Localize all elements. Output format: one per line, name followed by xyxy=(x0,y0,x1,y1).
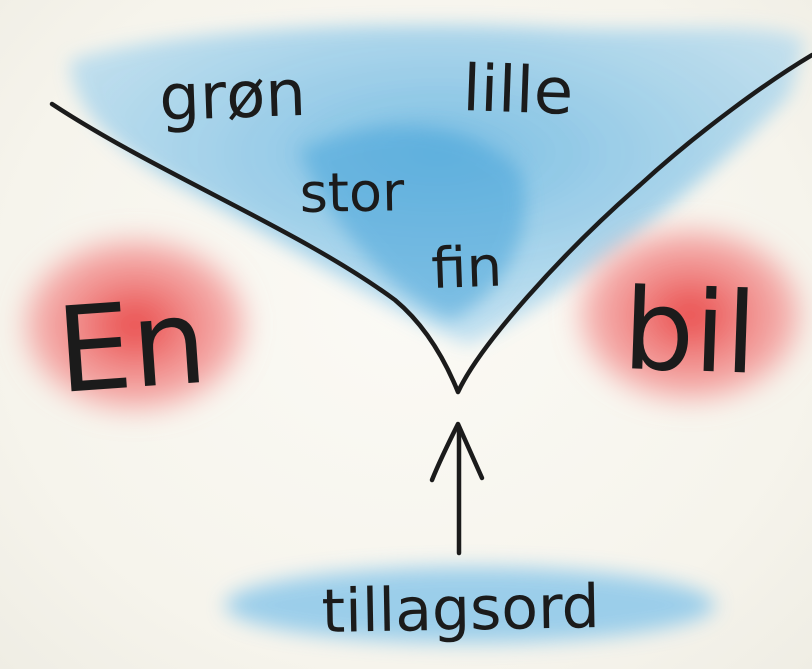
article-en: En xyxy=(52,272,211,420)
label-wash xyxy=(225,567,715,643)
insertion-funnel-line xyxy=(49,52,812,395)
arrow-up-icon xyxy=(429,421,485,556)
adjective-wash xyxy=(70,24,805,346)
noun-wash xyxy=(580,230,800,400)
pointer-label: tillagsord xyxy=(321,572,600,647)
article-wash xyxy=(25,240,245,410)
adjective-gron: grøn xyxy=(158,57,307,136)
adjective-stor: stor xyxy=(299,160,405,225)
noun-bil: bil xyxy=(621,265,759,400)
adjective-fin: fin xyxy=(430,235,503,302)
adjective-lille: lille xyxy=(461,52,574,130)
